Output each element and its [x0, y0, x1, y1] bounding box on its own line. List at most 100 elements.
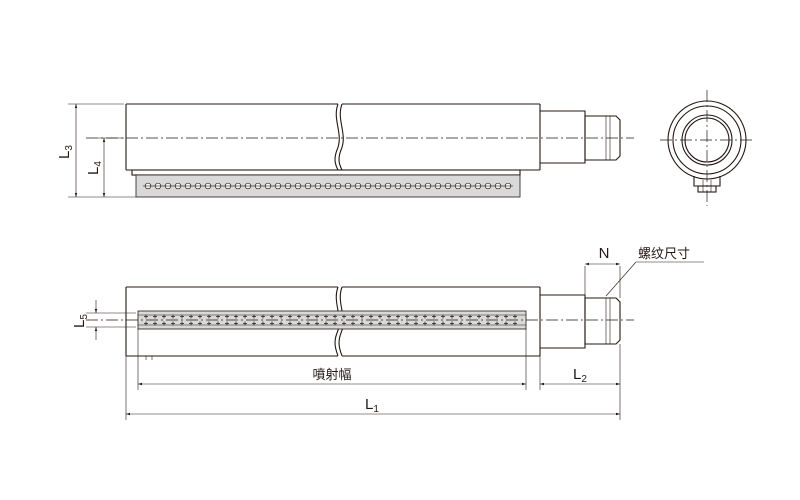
- nozzle-hole-mark: [414, 314, 418, 319]
- nozzle-hole-mark: [189, 321, 193, 326]
- plan-view: L5 N 螺纹尺寸 噴射幅 L2: [71, 245, 704, 420]
- nozzle-hole-mark: [144, 314, 148, 319]
- nozzle-hole-mark: [504, 321, 508, 326]
- nozzle-hole-mark: [441, 321, 445, 326]
- nozzle-hole-mark: [369, 321, 373, 326]
- nozzle-hole-mark: [162, 321, 166, 326]
- nozzle-hole-mark: [441, 314, 445, 319]
- nozzle-hole-mark: [180, 321, 184, 326]
- nozzle-hole-mark: [234, 321, 238, 326]
- nozzle-hole-mark: [207, 314, 211, 319]
- nozzle-hole-mark: [153, 314, 157, 319]
- nozzle-hole-mark: [477, 314, 481, 319]
- nozzle-hole-mark: [360, 314, 364, 319]
- dimension-l1: L1: [125, 356, 620, 420]
- l4-label: L4: [85, 161, 104, 175]
- nozzle-hole-mark: [207, 321, 211, 326]
- nozzle-hole-mark: [180, 314, 184, 319]
- dimension-l3: L3: [56, 103, 136, 198]
- nozzle-hole-mark: [513, 314, 517, 319]
- nozzle-hole-mark: [315, 321, 319, 326]
- thread-size-label: 螺纹尺寸: [638, 247, 690, 262]
- nozzle-hole-mark: [171, 321, 175, 326]
- nozzle-hole-mark: [495, 321, 499, 326]
- nozzle-hole-mark: [468, 321, 472, 326]
- nozzle-hole-mark: [252, 321, 256, 326]
- nozzle-hole-mark: [432, 314, 436, 319]
- nozzle-hole-mark: [198, 321, 202, 326]
- nozzle-hole-mark: [243, 321, 247, 326]
- spray-width-label: 噴射幅: [312, 367, 351, 383]
- nozzle-hole-mark: [297, 314, 301, 319]
- nozzle-hole-mark: [459, 321, 463, 326]
- nozzle-hole-mark: [351, 321, 355, 326]
- nozzle-hole-mark: [459, 314, 463, 319]
- nozzle-hole-mark: [279, 321, 283, 326]
- l5-label: L5: [71, 314, 90, 328]
- side-view-nozzle-holes: [143, 182, 513, 190]
- nozzle-hole-mark: [216, 314, 220, 319]
- nozzle-hole-mark: [396, 321, 400, 326]
- nozzle-hole-mark: [261, 314, 265, 319]
- plan-view-tube: [125, 286, 541, 360]
- nozzle-hole-mark: [450, 314, 454, 319]
- nozzle-hole-mark: [225, 314, 229, 319]
- side-view: L3 L4: [56, 103, 634, 198]
- nozzle-hole-mark: [405, 314, 409, 319]
- side-view-threaded-end: [540, 110, 621, 164]
- nozzle-hole-mark: [369, 314, 373, 319]
- nozzle-hole-mark: [333, 314, 337, 319]
- nozzle-hole-mark: [495, 314, 499, 319]
- nozzle-hole-mark: [234, 314, 238, 319]
- nozzle-hole-mark: [378, 314, 382, 319]
- nozzle-hole-mark: [252, 314, 256, 319]
- nozzle-hole-mark: [423, 321, 427, 326]
- nozzle-hole-mark: [351, 314, 355, 319]
- nozzle-hole-mark: [342, 314, 346, 319]
- dimension-l4: L4: [85, 137, 124, 197]
- nozzle-hole-mark: [432, 321, 436, 326]
- nozzle-hole-mark: [324, 314, 328, 319]
- nozzle-hole-mark: [387, 321, 391, 326]
- nozzle-hole-mark: [513, 321, 517, 326]
- nozzle-hole-mark: [288, 321, 292, 326]
- nozzle-hole-mark: [405, 321, 409, 326]
- nozzle-hole-mark: [270, 314, 274, 319]
- nozzle-hole-mark: [360, 321, 364, 326]
- dimension-n: N: [584, 245, 621, 298]
- nozzle-hole-mark: [216, 321, 220, 326]
- nozzle-hole-mark: [486, 314, 490, 319]
- dimension-spray-width: 噴射幅: [137, 329, 527, 390]
- end-view: [660, 90, 754, 206]
- n-label: N: [599, 245, 610, 262]
- nozzle-hole-mark: [414, 321, 418, 326]
- l2-label: L2: [573, 366, 587, 385]
- l3-label: L3: [56, 145, 75, 159]
- nozzle-hole-mark: [306, 314, 310, 319]
- nozzle-hole-mark: [468, 314, 472, 319]
- nozzle-hole-mark: [225, 321, 229, 326]
- thread-size-callout: 螺纹尺寸: [605, 247, 704, 297]
- nozzle-hole-mark: [171, 314, 175, 319]
- nozzle-hole-mark: [279, 314, 283, 319]
- nozzle-hole-mark: [504, 314, 508, 319]
- plan-view-threaded-end: [540, 294, 621, 349]
- nozzle-hole-mark: [243, 314, 247, 319]
- nozzle-hole-mark: [387, 314, 391, 319]
- nozzle-hole-mark: [477, 321, 481, 326]
- nozzle-hole-mark: [153, 321, 157, 326]
- nozzle-hole-mark: [333, 321, 337, 326]
- nozzle-hole-mark: [342, 321, 346, 326]
- side-view-nozzle-strip: [131, 169, 521, 198]
- side-view-tube: [125, 103, 541, 171]
- nozzle-hole-mark: [297, 321, 301, 326]
- nozzle-hole-mark: [189, 314, 193, 319]
- nozzle-hole-mark: [198, 314, 202, 319]
- nozzle-hole-mark: [270, 321, 274, 326]
- nozzle-hole-mark: [315, 314, 319, 319]
- nozzle-hole-mark: [486, 321, 490, 326]
- nozzle-hole-mark: [378, 321, 382, 326]
- nozzle-hole-mark: [396, 314, 400, 319]
- l1-label: L1: [365, 396, 379, 415]
